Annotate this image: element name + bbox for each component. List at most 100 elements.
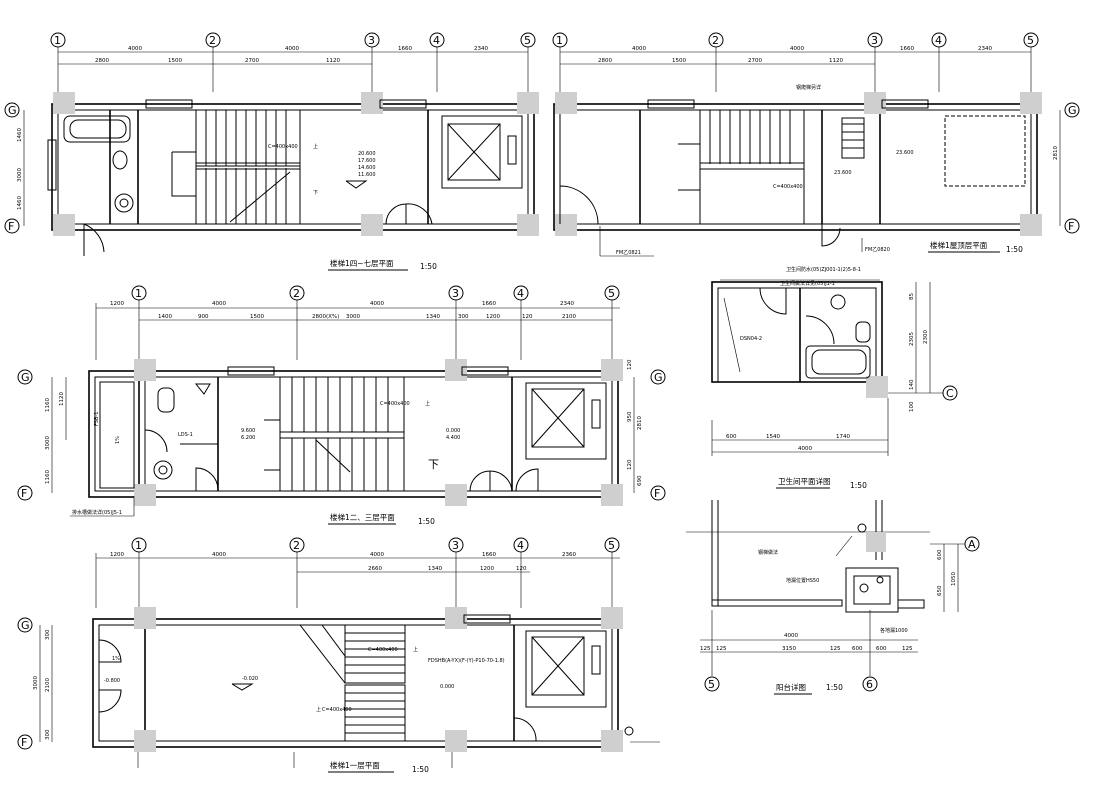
axis-6: 6 — [866, 678, 873, 691]
stair-flight — [171, 109, 301, 225]
note: LDS-1 — [178, 432, 193, 438]
axis-1: 1 — [135, 539, 142, 552]
dim-text: 100 — [909, 401, 915, 412]
dim-text: 1200 — [110, 301, 124, 307]
scale: 1:50 — [850, 481, 867, 490]
bathroom-detail: 卫生间防水(05)ZJ001-1(2)5-8-1 卫生间做法详见(05)J1-1… — [711, 266, 958, 490]
plan-title: 阳台详图 — [776, 682, 806, 692]
scale: 1:50 — [826, 683, 843, 692]
dim-text: 1120 — [59, 392, 65, 406]
axis-3: 3 — [452, 539, 459, 552]
axis-3: 3 — [871, 34, 878, 47]
axis-4: 4 — [433, 34, 440, 47]
axis-G: G — [21, 619, 30, 632]
scale: 1:50 — [420, 262, 437, 271]
scale: 1:50 — [412, 765, 429, 774]
note: 排水槽做法详(05)J5-1 — [72, 509, 122, 516]
level: -0.020 — [242, 676, 258, 682]
dim-text: 4000 — [128, 46, 142, 52]
note: 1% — [115, 436, 121, 444]
note: 钢梯做法 — [758, 549, 778, 556]
dim-text: 120 — [516, 566, 527, 572]
axis-5: 5 — [608, 539, 615, 552]
dim-text: 120 — [627, 459, 633, 470]
dim-text: 1120 — [829, 58, 843, 64]
dim-text: 4000 — [212, 552, 226, 558]
dim-text: 600 — [852, 646, 863, 652]
dim-text: 2800(X%) — [312, 314, 339, 320]
axis-5: 5 — [708, 678, 715, 691]
dim-text: 650 — [937, 585, 943, 596]
dim-text: 2810 — [1053, 146, 1059, 160]
note: C=400x400 — [773, 184, 803, 190]
dim-text: 4000 — [370, 301, 384, 307]
level: 23.600 — [896, 150, 914, 156]
dim-text: 4000 — [798, 446, 812, 452]
dim-text: 1200 — [110, 552, 124, 558]
axis-5: 5 — [1027, 34, 1034, 47]
dim-text: 125 — [830, 646, 841, 652]
plan-title: 楼梯1屋顶层平面 — [930, 240, 988, 250]
dim-text: 1340 — [428, 566, 442, 572]
dim-text: 2340 — [560, 301, 574, 307]
dim-text: 125 — [902, 646, 913, 652]
note: 1% — [112, 656, 120, 662]
dim-text: 3000 — [346, 314, 360, 320]
dim-text: 2810 — [637, 416, 643, 430]
note: 钢爬梯另详 — [796, 84, 821, 91]
plan-title: 楼梯1二、三层平面 — [330, 512, 395, 522]
level: 0.000 — [446, 428, 460, 434]
level: 20.600 — [358, 151, 376, 157]
dim-text: 3000 — [17, 168, 23, 182]
dim-text: 1340 — [426, 314, 440, 320]
dim-text: 3000 — [45, 436, 51, 450]
dim-text: 2100 — [45, 678, 51, 692]
axis-G: G — [8, 104, 17, 117]
axis-1: 1 — [135, 287, 142, 300]
dim-text: 600 — [937, 549, 943, 560]
note: 卫生间防水(05)ZJ001-1(2)5-8-1 — [786, 266, 861, 273]
level: 11.600 — [358, 172, 376, 178]
dim-text: 1660 — [900, 46, 914, 52]
axis-1: 1 — [54, 34, 61, 47]
dim-text: 1740 — [836, 434, 850, 440]
dim-text: 2660 — [368, 566, 382, 572]
dim-text: 4000 — [632, 46, 646, 52]
dim-text: 2300 — [923, 330, 929, 344]
scale: 1:50 — [1006, 245, 1023, 254]
note: 上 — [313, 143, 318, 150]
dim-text: 4000 — [370, 552, 384, 558]
level: 6.200 — [241, 435, 255, 441]
axis-F: F — [1068, 220, 1074, 233]
note: 下 — [428, 458, 439, 471]
dim-text: 2800 — [598, 58, 612, 64]
axis-F: F — [21, 487, 27, 500]
dim-text: 2700 — [245, 58, 259, 64]
dim-text: 3000 — [33, 676, 39, 690]
dim-text: 1500 — [168, 58, 182, 64]
axis-F: F — [8, 220, 14, 233]
stair-flight — [264, 376, 405, 492]
stair-flight — [678, 109, 805, 225]
plan-roof: 1 2 3 4 5 G F 4000 4000 1660 2340 2800 1… — [552, 32, 1080, 257]
dim-text: 3150 — [782, 646, 796, 652]
plan-title: 楼梯1一层平面 — [330, 760, 380, 770]
axis-G: G — [1068, 104, 1077, 117]
dim-text: 300 — [45, 629, 51, 640]
dim-text: 690 — [637, 475, 643, 486]
dim-text: 300 — [458, 314, 469, 320]
dim-text: 2340 — [474, 46, 488, 52]
dim-text: 1160 — [45, 398, 51, 412]
axis-2: 2 — [209, 34, 216, 47]
dim-text: 2700 — [748, 58, 762, 64]
dim-text: 2800 — [95, 58, 109, 64]
axis-4: 4 — [517, 539, 524, 552]
note: C=400x400 — [380, 401, 410, 407]
dim-text: 1160 — [45, 470, 51, 484]
plan-floors-4-7: 1 2 3 4 5 G F 4000 4000 1660 2340 2800 1… — [4, 32, 539, 271]
dim-text: 2100 — [562, 314, 576, 320]
dim-text: 4000 — [790, 46, 804, 52]
dim-text: 1500 — [250, 314, 264, 320]
dim-text: 950 — [627, 411, 633, 422]
axis-5: 5 — [608, 287, 615, 300]
